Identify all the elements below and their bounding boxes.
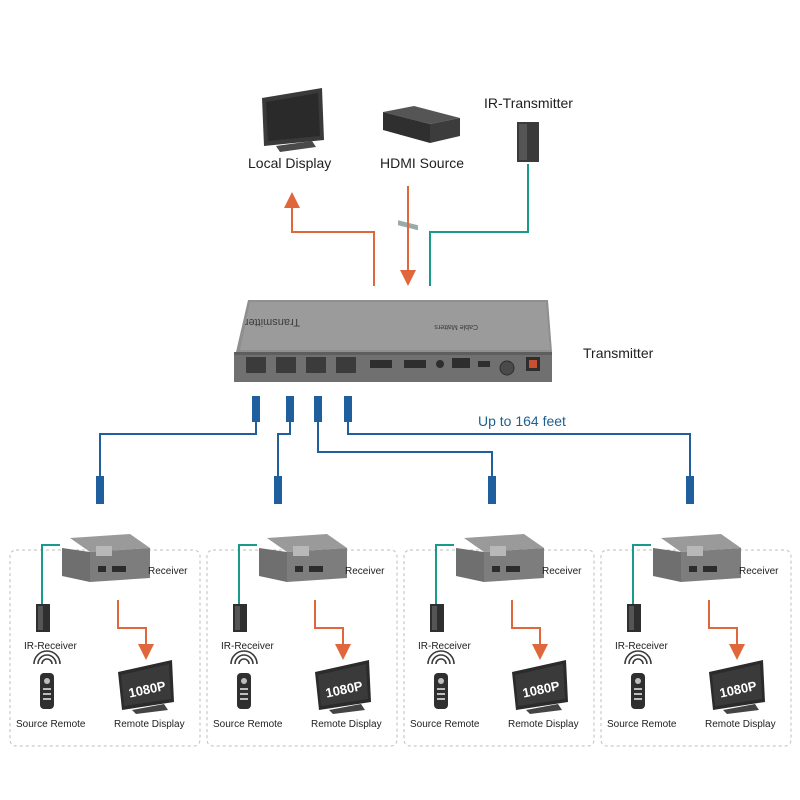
source-remote-label: Source Remote [607, 719, 677, 730]
ir-signal-icon [427, 650, 455, 665]
receiver-label: Receiver [148, 566, 188, 577]
local-display-label: Local Display [248, 155, 332, 171]
ir-receiver-label: IR-Receiver [418, 641, 471, 652]
ir-receiver-label: IR-Receiver [615, 641, 668, 652]
source-remote-icon [434, 673, 448, 709]
receiver-label: Receiver [345, 566, 385, 577]
local-display-icon [262, 88, 324, 152]
remote-display-icon [709, 660, 765, 714]
remote-display-icon [118, 660, 174, 714]
source-remote-label: Source Remote [213, 719, 283, 730]
receiver-unit-2 [206, 549, 398, 747]
hdmi-source-label: HDMI Source [380, 155, 465, 171]
hdmi-out-line [284, 192, 375, 286]
source-remote-label: Source Remote [16, 719, 86, 730]
receiver-device-icon [456, 534, 544, 582]
remote-display-icon [512, 660, 568, 714]
remote-display-label: Remote Display [508, 719, 579, 730]
ir-receiver-icon [233, 604, 247, 632]
ir-receiver-icon [627, 604, 641, 632]
ir-receiver-icon [430, 604, 444, 632]
ir-transmitter-icon [517, 122, 539, 162]
ir-receiver-label: IR-Receiver [24, 641, 77, 652]
transmitter-device-text: Transmitter [244, 316, 300, 328]
source-remote-label: Source Remote [410, 719, 480, 730]
cat-cables [99, 422, 691, 476]
receiver-unit-1 [9, 549, 201, 747]
ir-signal-icon [624, 650, 652, 665]
receiver-unit-4 [600, 549, 792, 747]
ir-signal-icon [33, 650, 61, 665]
source-remote-icon [237, 673, 251, 709]
ir-signal-icon [230, 650, 258, 665]
remote-display-label: Remote Display [114, 719, 185, 730]
receiver-unit-graphics [230, 534, 371, 714]
transmitter-label: Transmitter [583, 345, 654, 361]
receiver-unit-graphics [33, 534, 174, 714]
receiver-device-icon [259, 534, 347, 582]
source-remote-icon [631, 673, 645, 709]
transmitter-device [234, 300, 552, 382]
hdmi-source-icon [383, 106, 460, 231]
ir-tx-line [429, 164, 529, 286]
distance-label: Up to 164 feet [478, 413, 566, 429]
receiver-unit-graphics [624, 534, 765, 714]
remote-display-icon [315, 660, 371, 714]
remote-display-label: Remote Display [705, 719, 776, 730]
receiver-device-icon [62, 534, 150, 582]
receiver-label: Receiver [542, 566, 582, 577]
receiver-label: Receiver [739, 566, 779, 577]
ir-transmitter-label: IR-Transmitter [484, 95, 573, 111]
receiver-unit-3 [403, 549, 595, 747]
ir-receiver-label: IR-Receiver [221, 641, 274, 652]
brand-text: Cable Matters [434, 323, 478, 330]
cat-plugs-top [252, 396, 352, 422]
cat-plugs-bottom [96, 476, 694, 504]
remote-display-label: Remote Display [311, 719, 382, 730]
receiver-device-icon [653, 534, 741, 582]
ir-receiver-icon [36, 604, 50, 632]
source-remote-icon [40, 673, 54, 709]
receiver-unit-graphics [427, 534, 568, 714]
